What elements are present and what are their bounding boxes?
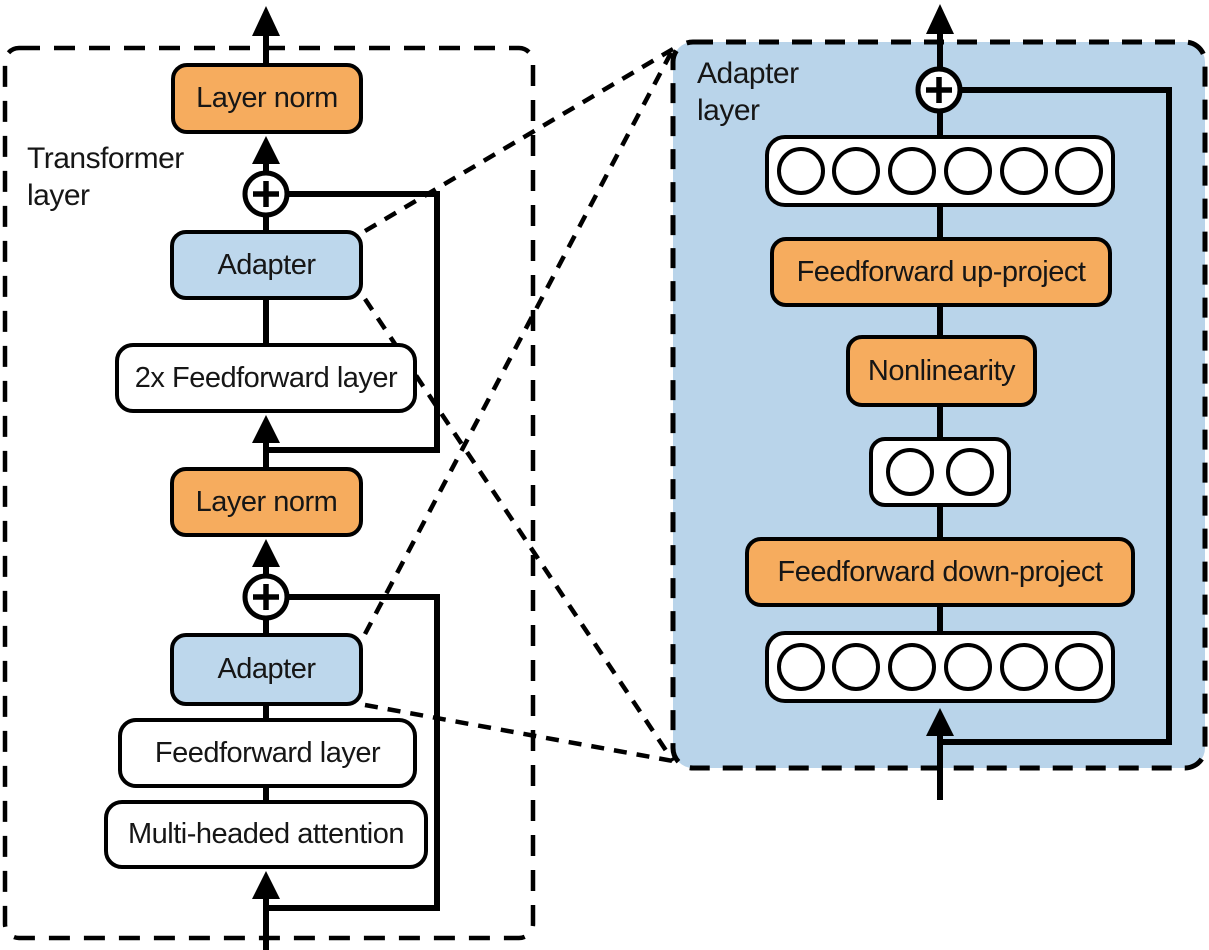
adapter-bottom-box: Adapter <box>170 633 363 706</box>
arrowhead-up-icon <box>252 871 280 899</box>
zoom-guide-line <box>364 702 674 764</box>
feature-node-circle <box>832 147 881 195</box>
feature-node-circle <box>946 448 995 496</box>
feature-node-circle <box>1055 643 1104 691</box>
feature-node-circle <box>1055 147 1104 195</box>
feature-node-circle <box>776 643 825 691</box>
residual-skip-bottom <box>266 594 440 911</box>
feature-node-row-bottom <box>765 631 1115 703</box>
multi-headed-attention-box: Multi-headed attention <box>104 800 428 869</box>
feedforward-layer-box: Feedforward layer <box>118 718 417 788</box>
arrowhead-up-icon <box>252 6 280 36</box>
arrowhead-up-icon <box>252 136 280 164</box>
residual-skip-top <box>266 191 440 453</box>
feedforward-up-project-box: Feedforward up-project <box>770 237 1112 307</box>
feature-node-circle <box>888 643 937 691</box>
arrowhead-up-icon <box>926 708 954 736</box>
adapter-skip-connection <box>943 87 1172 745</box>
feedforward-2x-box: 2x Feedforward layer <box>115 343 417 413</box>
bottleneck-node-row <box>869 437 1011 507</box>
feature-node-circle <box>776 147 825 195</box>
feature-node-circle <box>999 643 1048 691</box>
adapter-top-box: Adapter <box>170 230 363 300</box>
feature-node-circle <box>943 147 992 195</box>
feature-node-circle <box>999 147 1048 195</box>
feedforward-down-project-box: Feedforward down-project <box>745 537 1135 607</box>
zoom-guide-line <box>363 47 675 636</box>
layer-norm-top-box: Layer norm <box>171 63 363 134</box>
arrowhead-up-icon <box>252 415 280 443</box>
feature-node-circle <box>885 448 934 496</box>
transformer-layer-label: Transformer layer <box>27 142 184 212</box>
layer-norm-bottom-box: Layer norm <box>170 467 363 537</box>
arrowhead-up-icon <box>926 4 954 34</box>
feature-node-circle <box>832 643 881 691</box>
arrowhead-up-icon <box>252 539 280 567</box>
feature-node-row-top <box>765 135 1115 207</box>
nonlinearity-box: Nonlinearity <box>846 335 1037 407</box>
adapter-layer-label: Adapter layer <box>697 57 799 127</box>
feature-node-circle <box>888 147 937 195</box>
feature-node-circle <box>943 643 992 691</box>
